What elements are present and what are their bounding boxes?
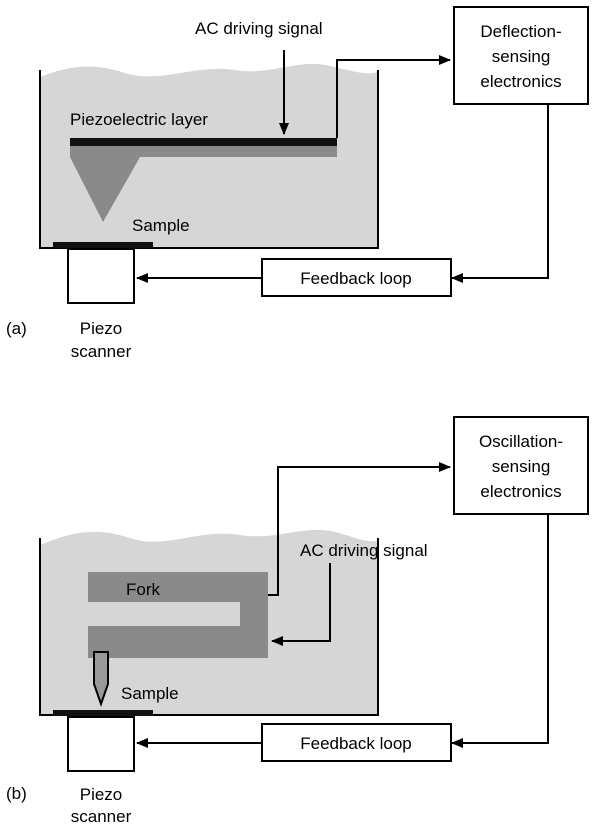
feedback-loop-label-a: Feedback loop <box>300 269 412 288</box>
panel-tag-a: (a) <box>6 319 27 338</box>
sensing-label-line1-a: Deflection- <box>480 22 561 41</box>
sample-plate-b <box>53 710 153 716</box>
scanner-label-line2-a: scanner <box>71 342 132 361</box>
sensing-box-b <box>453 416 589 515</box>
sensing-label-line2-a: sensing <box>492 47 551 66</box>
tuning-fork <box>88 572 268 658</box>
ac-driving-signal-label-a: AC driving signal <box>195 19 323 38</box>
sensing-label-line1-b: Oscillation- <box>479 432 563 451</box>
ac-drive-arrow-b <box>271 563 331 646</box>
feedback-box-a <box>261 258 452 297</box>
piezo-scanner-b <box>67 716 135 772</box>
container-a <box>39 70 379 249</box>
signal-line-b <box>268 462 451 596</box>
sample-plate-a <box>53 242 153 248</box>
fork-label: Fork <box>126 580 161 599</box>
sensing-label-line2-b: sensing <box>492 457 551 476</box>
scanner-label-line1-b: Piezo <box>80 785 123 804</box>
probe-tip <box>93 651 109 708</box>
sample-label-a: Sample <box>132 216 190 235</box>
sensing-label-line3-b: electronics <box>480 482 561 501</box>
feedback-loop-label-b: Feedback loop <box>300 734 412 753</box>
piezo-scanner-a <box>67 248 135 304</box>
piezoelectric-layer-label: Piezoelectric layer <box>70 110 208 129</box>
scanner-label-line2-b: scanner <box>71 807 132 826</box>
container-b <box>39 538 379 716</box>
signal-line-a <box>336 55 451 138</box>
cantilever-a <box>70 146 337 222</box>
sensing-to-feedback-a <box>451 104 549 283</box>
sensing-to-feedback-b <box>451 514 549 748</box>
sensing-box-a <box>453 6 589 105</box>
panel-a: AC driving signal Piezoelectric layer Sa… <box>6 6 589 361</box>
scanner-label-line1-a: Piezo <box>80 319 123 338</box>
panel-tag-b: (b) <box>6 784 27 803</box>
sensing-label-line3-a: electronics <box>480 72 561 91</box>
panel-b: Oscillation- sensing electronics AC driv… <box>6 416 589 826</box>
sample-label-b: Sample <box>121 684 179 703</box>
piezoelectric-layer-bar <box>70 138 337 146</box>
ac-driving-signal-label-b: AC driving signal <box>300 541 428 560</box>
feedback-box-b <box>261 723 452 762</box>
